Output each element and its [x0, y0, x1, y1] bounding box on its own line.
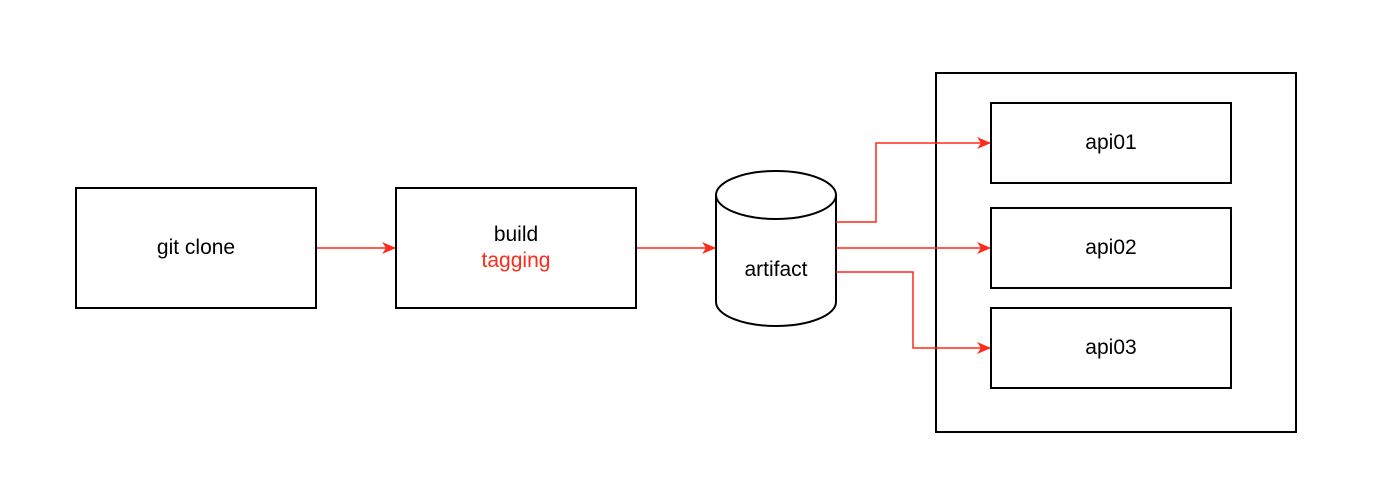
git-clone-label: git clone [156, 235, 236, 259]
api01-node: api01 [990, 102, 1232, 184]
artifact-label: artifact [744, 258, 808, 281]
artifact-cylinder [715, 170, 837, 327]
api03-label: api03 [1085, 335, 1137, 359]
api02-label: api02 [1085, 235, 1137, 259]
edge-artifact-to-api01 [836, 137, 991, 223]
build-tagging-label: tagging [481, 249, 551, 272]
build-label: build [493, 222, 539, 246]
api02-node: api02 [990, 207, 1232, 289]
api03-node: api03 [990, 307, 1232, 389]
api01-label: api01 [1085, 130, 1137, 154]
artifact-cylinder-top [715, 170, 837, 220]
artifact-cylinder-body [715, 195, 837, 327]
git-clone-node: git clone [75, 187, 317, 309]
build-node: build tagging [395, 187, 637, 309]
edge-artifact-to-api03 [836, 271, 991, 354]
